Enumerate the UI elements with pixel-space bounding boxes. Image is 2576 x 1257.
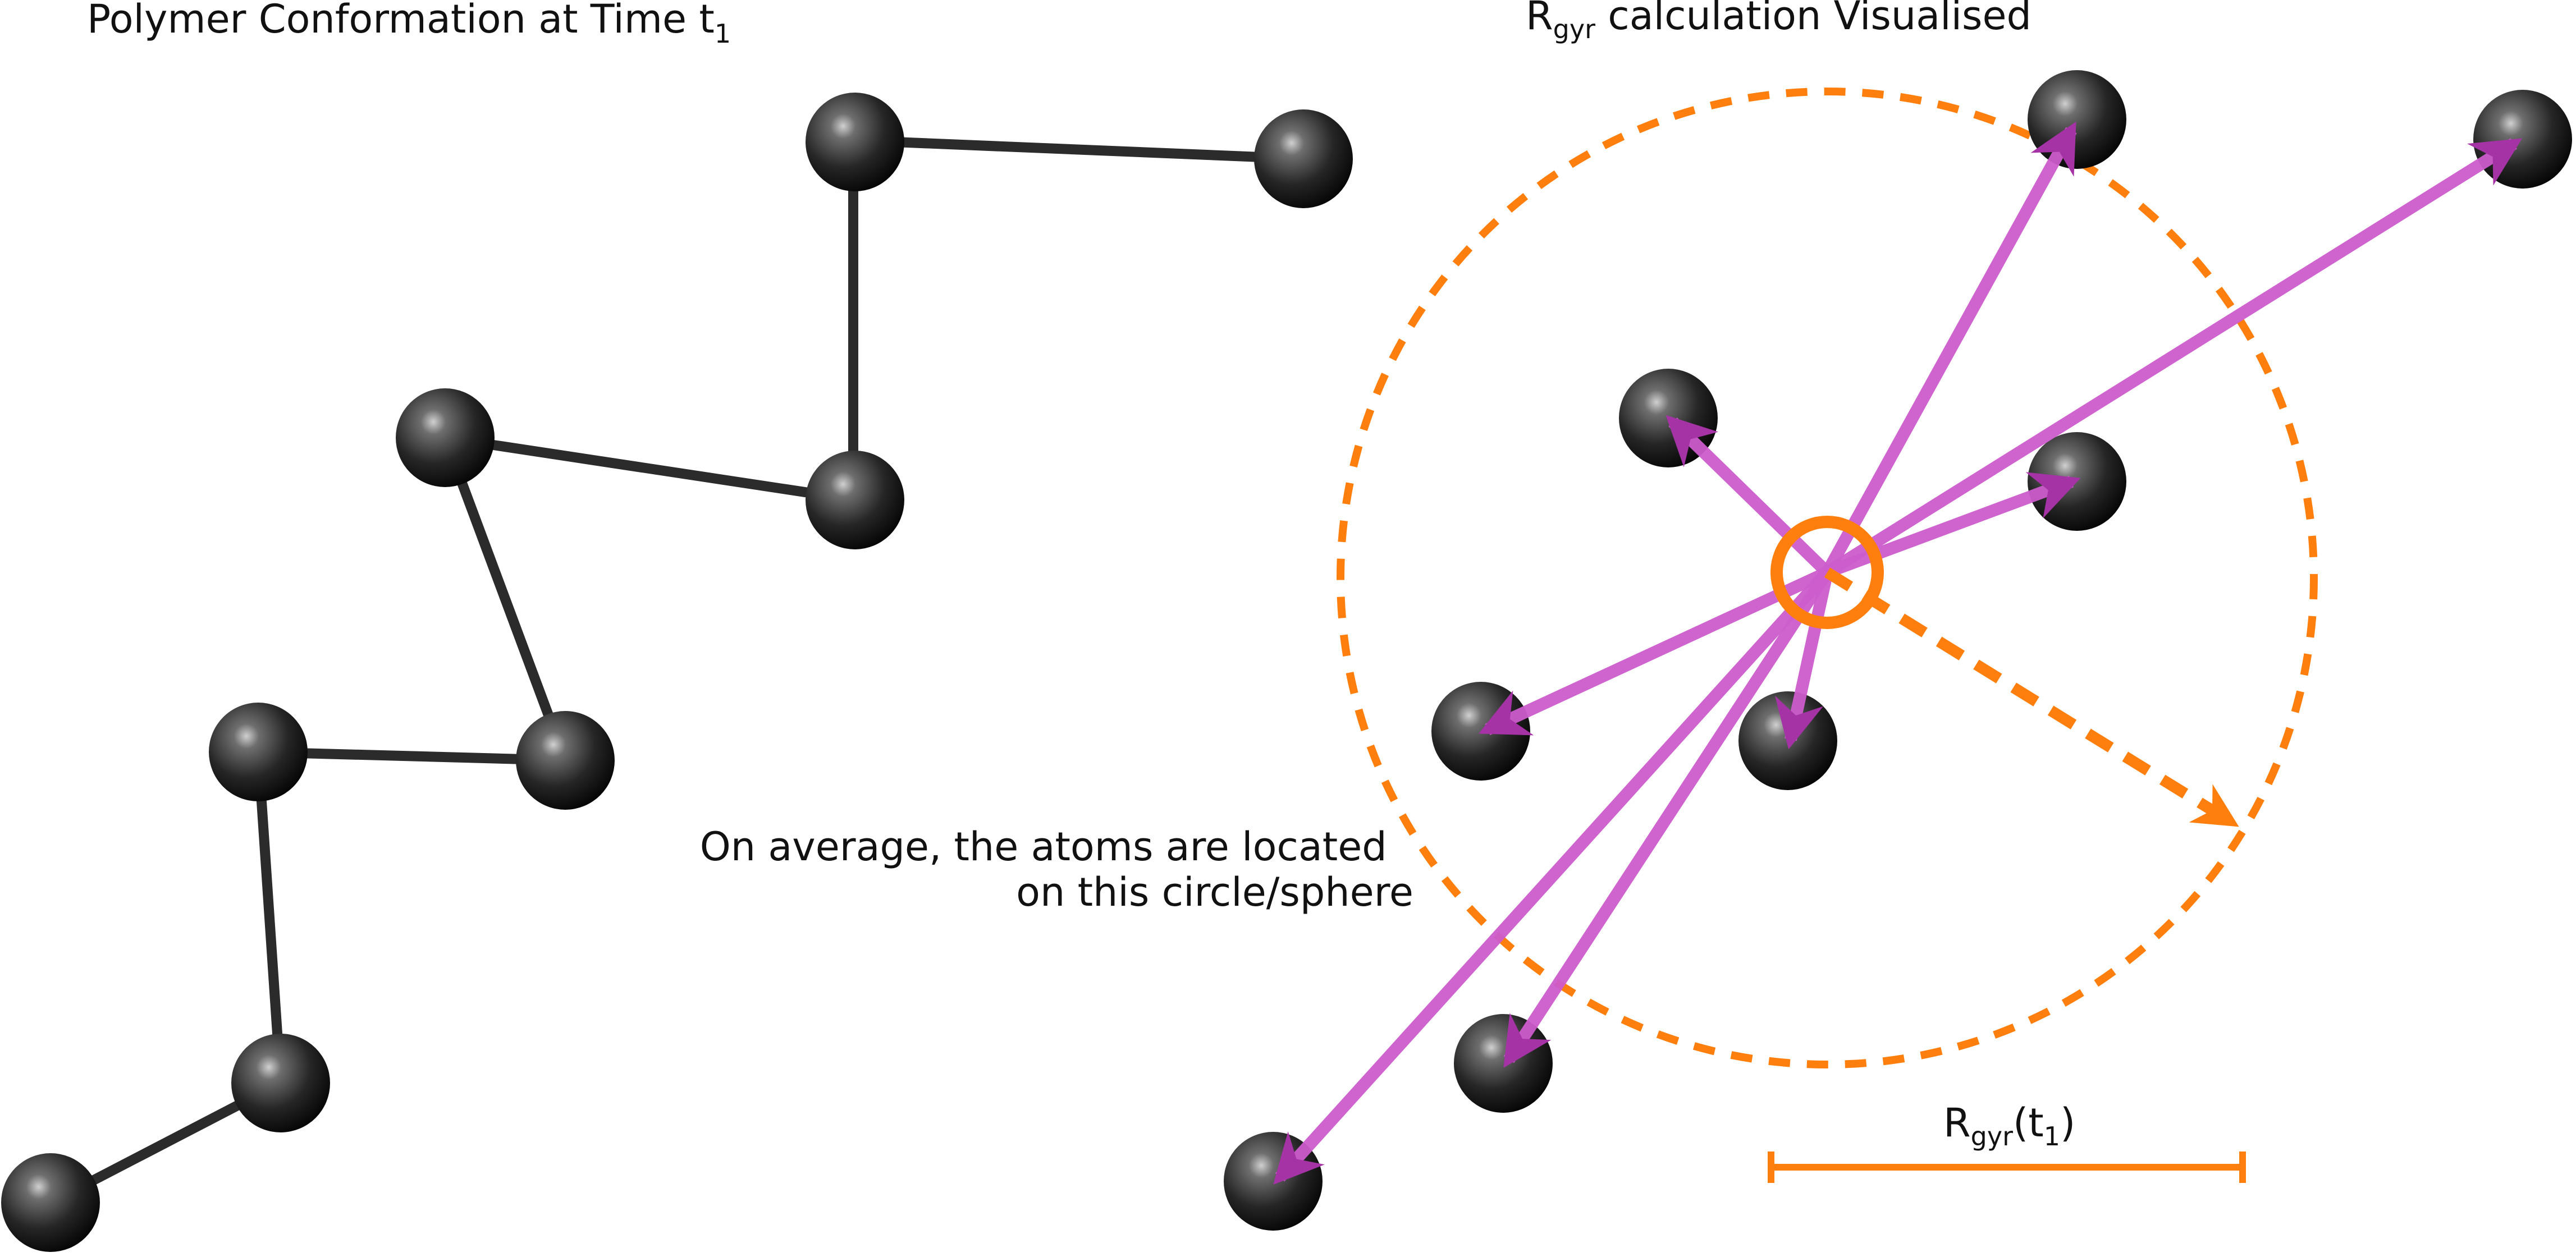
atom-2	[1254, 109, 1353, 208]
vector-to-left	[1479, 567, 1830, 736]
bond-6	[253, 747, 286, 1088]
vector-to-bottom	[1503, 568, 1833, 1068]
polymer-chain	[1, 93, 1353, 1252]
left-title-main: Polymer Conformation at Time t	[87, 0, 715, 42]
vector-to-upper-right	[1825, 472, 2081, 579]
right-title-R: R	[1526, 0, 1553, 39]
atom-4	[396, 388, 495, 487]
right-title-rest: calculation Visualised	[1595, 0, 2031, 39]
gyration-circle	[1337, 88, 2318, 1068]
radius-arrow	[1824, 567, 2239, 827]
annotation-text: On average, the atoms are located on thi…	[700, 824, 1413, 915]
vector-to-bottom-left	[1273, 568, 1832, 1185]
scale-bar-label: Rgyr(t1)	[1943, 1100, 2075, 1152]
polymer-atoms	[1, 93, 1353, 1252]
atom-6	[209, 703, 308, 801]
vector-to-lower-center	[1775, 571, 1833, 750]
right-title-subscript: gyr	[1553, 14, 1595, 44]
bond-5	[253, 747, 570, 765]
rgyr-scale-bar	[1768, 1152, 2246, 1183]
position-vectors	[1273, 121, 2522, 1185]
rgyr-atom-left	[1431, 682, 1530, 781]
atom-1	[806, 93, 904, 191]
rgyr-atom-top	[2028, 70, 2126, 169]
vector-to-far-right	[1824, 138, 2522, 578]
scale-label-open: (t	[2013, 1100, 2044, 1146]
rgyr-atom-lower-center	[1738, 691, 1837, 790]
rgyr-atom-upper-right	[2028, 432, 2126, 531]
bond-1	[848, 135, 1307, 164]
left-title-subscript: 1	[715, 19, 731, 49]
scale-label-t-sub: 1	[2044, 1121, 2060, 1152]
rgyr-atom-far-right	[2473, 90, 2572, 189]
rgyr-atom-bottom	[1454, 1014, 1553, 1113]
scale-label-gyr: gyr	[1971, 1121, 2013, 1152]
annotation-line-1: On average, the atoms are located	[700, 824, 1387, 870]
atom-5	[516, 711, 615, 810]
center-of-mass-ring	[1770, 516, 1884, 629]
scale-label-R: R	[1943, 1100, 1971, 1146]
bond-3	[440, 433, 858, 504]
right-panel-title: Rgyr calculation Visualised	[1526, 0, 2031, 44]
left-panel-title: Polymer Conformation at Time t1	[87, 0, 731, 49]
atom-7	[231, 1034, 330, 1132]
polymer-bonds	[45, 135, 1307, 1208]
atom-8	[1, 1153, 100, 1252]
scale-label-close: )	[2060, 1100, 2075, 1146]
atom-3	[806, 451, 904, 549]
bond-4	[440, 433, 570, 765]
annotation-line-2: on this circle/sphere	[1016, 869, 1413, 915]
vector-to-top	[1822, 121, 2077, 576]
vector-to-upper-left	[1666, 415, 1832, 577]
